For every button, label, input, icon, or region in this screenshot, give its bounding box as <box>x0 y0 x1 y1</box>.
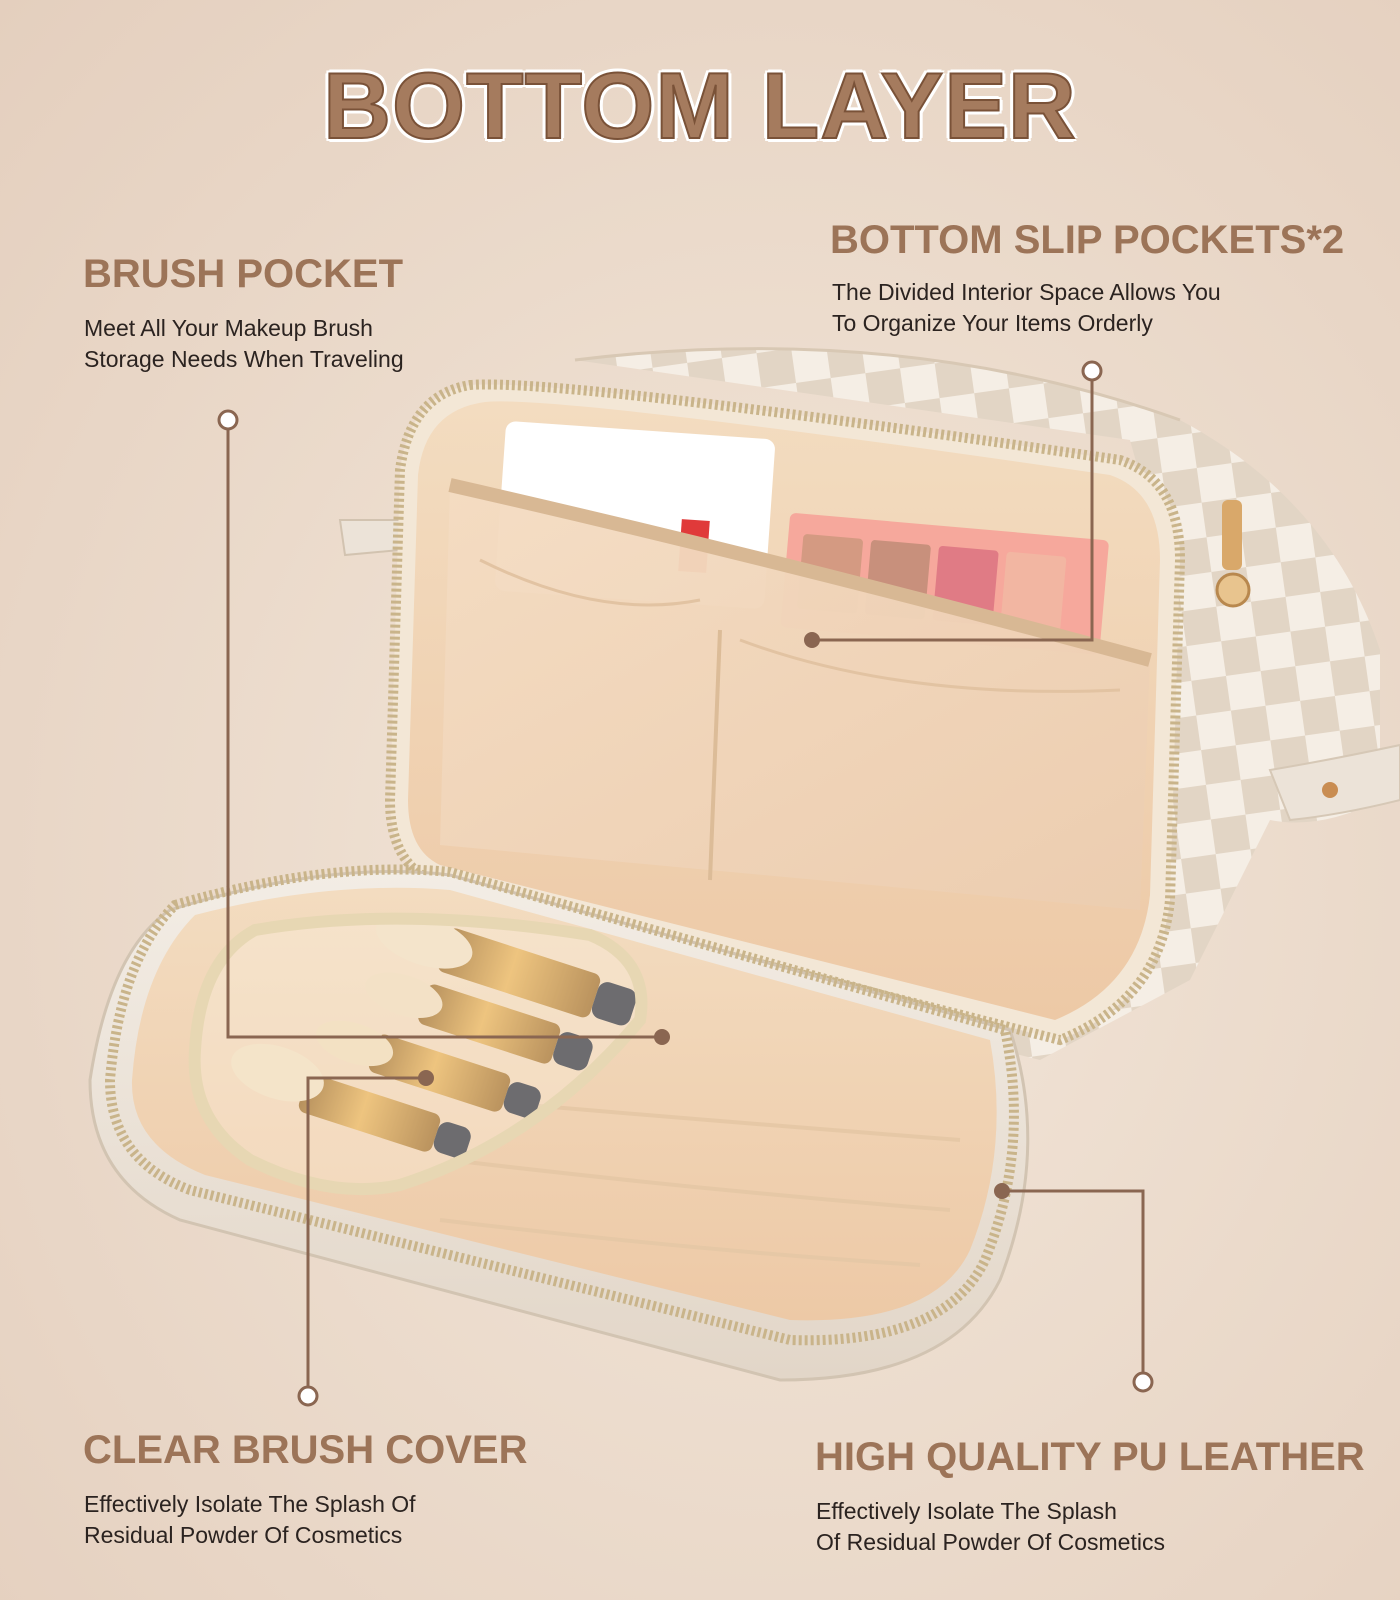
page-title: BOTTOM LAYER <box>322 52 1077 159</box>
makeup-brushes <box>231 913 637 1158</box>
bottom-slip-pockets-line-1: The Divided Interior Space Allows You <box>832 279 1221 305</box>
brush-pocket-line-1: Meet All Your Makeup Brush <box>84 315 373 341</box>
bottom-slip-pockets-description: The Divided Interior Space Allows You To… <box>832 277 1221 339</box>
callout-leader-lines <box>217 360 1154 1407</box>
clear-brush-cover <box>188 912 648 1196</box>
side-strap <box>338 519 1400 822</box>
brush-pocket-heading: BRUSH POCKET <box>83 252 404 296</box>
pu-leather-line-2: Of Residual Powder Of Cosmetics <box>816 1529 1165 1555</box>
checkered-bag-body <box>574 347 1380 1061</box>
clear-brush-cover-heading: CLEAR BRUSH COVER <box>83 1428 528 1472</box>
upper-compartment <box>384 379 1251 1046</box>
clear-brush-cover-description: Effectively Isolate The Splash Of Residu… <box>84 1489 416 1551</box>
pu-leather-description: Effectively Isolate The Splash Of Residu… <box>816 1496 1165 1558</box>
bottom-slip-pockets-heading: BOTTOM SLIP POCKETS*2 <box>830 218 1345 262</box>
clear-brush-cover-line-1: Effectively Isolate The Splash Of <box>84 1491 416 1517</box>
pu-leather-line-1: Effectively Isolate The Splash <box>816 1498 1117 1524</box>
brush-pocket-line-2: Storage Needs When Traveling <box>84 346 404 372</box>
bottom-slip-pockets-line-2: To Organize Your Items Orderly <box>832 310 1153 336</box>
brush-pocket-description: Meet All Your Makeup Brush Storage Needs… <box>84 313 404 375</box>
pu-leather-heading: HIGH QUALITY PU LEATHER <box>815 1435 1365 1479</box>
lower-compartment <box>88 864 1030 1382</box>
clear-brush-cover-line-2: Residual Powder Of Cosmetics <box>84 1522 403 1548</box>
